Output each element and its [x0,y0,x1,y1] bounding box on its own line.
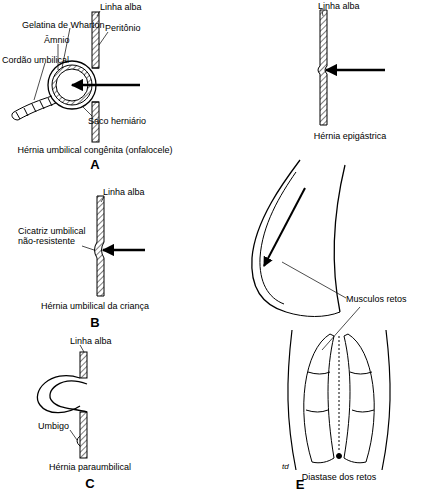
panel-caption: Hérnia paraumbilical [49,462,131,472]
panel-letter: C [85,477,94,491]
structure-label: Gelatina de Wharton [22,20,105,30]
panel-letter: B [90,316,99,330]
structure-label: Umbigo [38,421,69,431]
structure-label: Linha alba [103,187,145,197]
structure-label: Cicatriz umbilical não-resistente [18,226,90,246]
structure-label: Linha alba [100,2,142,12]
structure-label: Linha alba [70,336,112,346]
structure-label: Musculos retos [346,294,407,304]
structure-label: Saco herniário [88,116,146,126]
structure-label: Linha alba [318,1,360,11]
panel-caption: Diastase dos retos [302,472,377,482]
structure-label: Peritônio [105,23,141,33]
panel-caption: Hérnia umbilical da criança [41,301,149,311]
panel-letter: E [296,478,305,492]
structure-label: Âmnio [44,35,70,45]
panel-letter: A [90,158,99,172]
structure-label: Cordão umbilical [2,55,69,65]
panel-caption: Hérnia epigástrica [314,131,387,141]
artist-signature: td [282,462,289,472]
panel-caption: Hérnia umbilical congênita (onfalocele) [17,145,172,155]
